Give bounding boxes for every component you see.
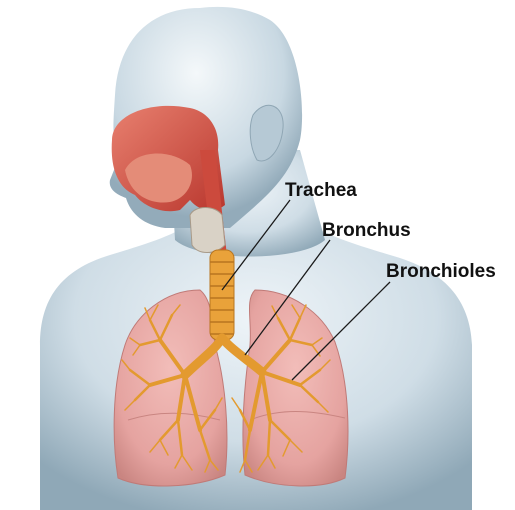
label-bronchus: Bronchus [322,220,411,241]
trachea [210,250,234,340]
label-bronchioles: Bronchioles [386,261,496,282]
label-trachea: Trachea [285,180,357,201]
larynx [190,208,225,253]
